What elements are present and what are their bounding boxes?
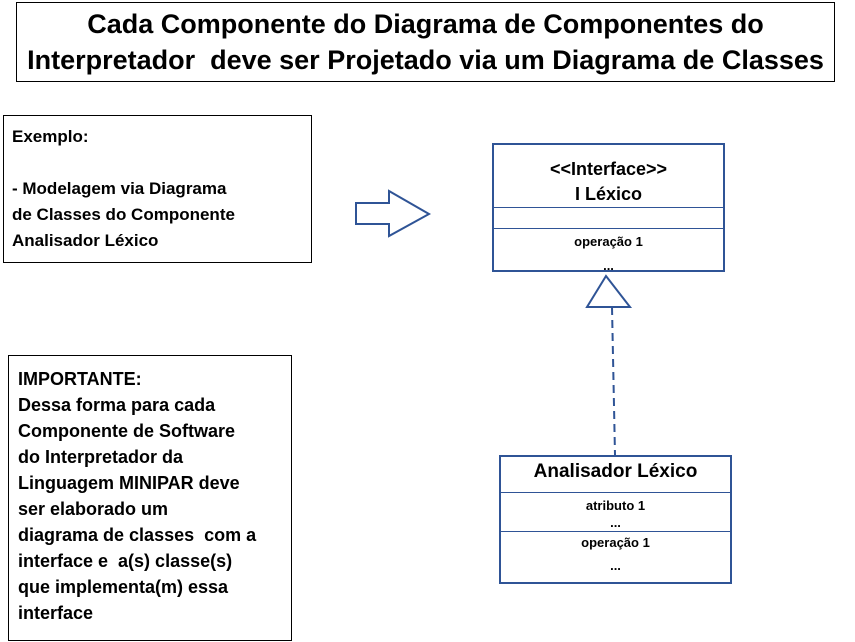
important-heading: IMPORTANTE: — [18, 369, 142, 389]
implementation-attribute-compartment: atributo 1 ... — [501, 493, 730, 531]
implementation-operation: operação 1 — [581, 535, 650, 550]
interface-name-compartment: <<Interface>> I Léxico — [494, 145, 723, 207]
example-note: Exemplo: - Modelagem via Diagrama de Cla… — [3, 115, 312, 263]
implementation-attribute: ... — [610, 515, 621, 530]
interface-name: I Léxico — [574, 184, 643, 204]
example-heading: Exemplo: — [12, 127, 89, 146]
interface-attribute-compartment — [494, 208, 723, 228]
important-line: Dessa forma para cada — [18, 395, 216, 415]
implementation-name: Analisador Léxico — [533, 461, 698, 482]
important-line: do Interpretador da — [18, 447, 184, 467]
interface-divider — [494, 207, 723, 208]
important-line: diagrama de classes com a — [18, 525, 257, 545]
right-arrow-icon — [355, 189, 432, 238]
title-line-2: Interpretador deve ser Projetado via um … — [27, 45, 824, 75]
important-line: que implementa(m) essa — [18, 577, 229, 597]
title-box: Cada Componente do Diagrama de Component… — [16, 2, 835, 82]
important-line: Linguagem MINIPAR deve — [18, 473, 240, 493]
example-line: - Modelagem via Diagrama — [12, 179, 227, 198]
implementation-name-compartment: Analisador Léxico — [501, 457, 730, 492]
example-line: de Classes do Componente — [12, 205, 235, 224]
implementation-divider — [501, 531, 730, 532]
interface-divider — [494, 228, 723, 229]
interface-operation-compartment: operação 1 ... — [494, 229, 723, 278]
important-line: ser elaborado um — [18, 499, 169, 519]
important-line: interface — [18, 603, 94, 623]
important-note: IMPORTANTE: Dessa forma para cada Compon… — [8, 355, 292, 641]
realization-triangle-icon — [585, 274, 633, 308]
implementation-attribute: atributo 1 — [585, 498, 646, 513]
title-line-1: Cada Componente do Diagrama de Component… — [87, 9, 764, 39]
implementation-divider — [501, 492, 730, 493]
implementation-operation-compartment: operação 1 ... — [501, 532, 730, 575]
realization-line — [611, 306, 616, 456]
interface-operation: operação 1 — [574, 234, 643, 249]
example-line: Analisador Léxico — [12, 231, 159, 250]
example-spacer — [12, 150, 311, 176]
important-line: interface e a(s) classe(s) — [18, 551, 233, 571]
interface-stereotype: <<Interface>> — [549, 159, 668, 179]
important-line: Componente de Software — [18, 421, 236, 441]
interface-class-box: <<Interface>> I Léxico operação 1 ... — [492, 143, 725, 273]
implementation-class-box: Analisador Léxico atributo 1 ... operaçã… — [499, 455, 732, 584]
implementation-operation: ... — [610, 558, 621, 573]
interface-operation: ... — [603, 258, 614, 273]
